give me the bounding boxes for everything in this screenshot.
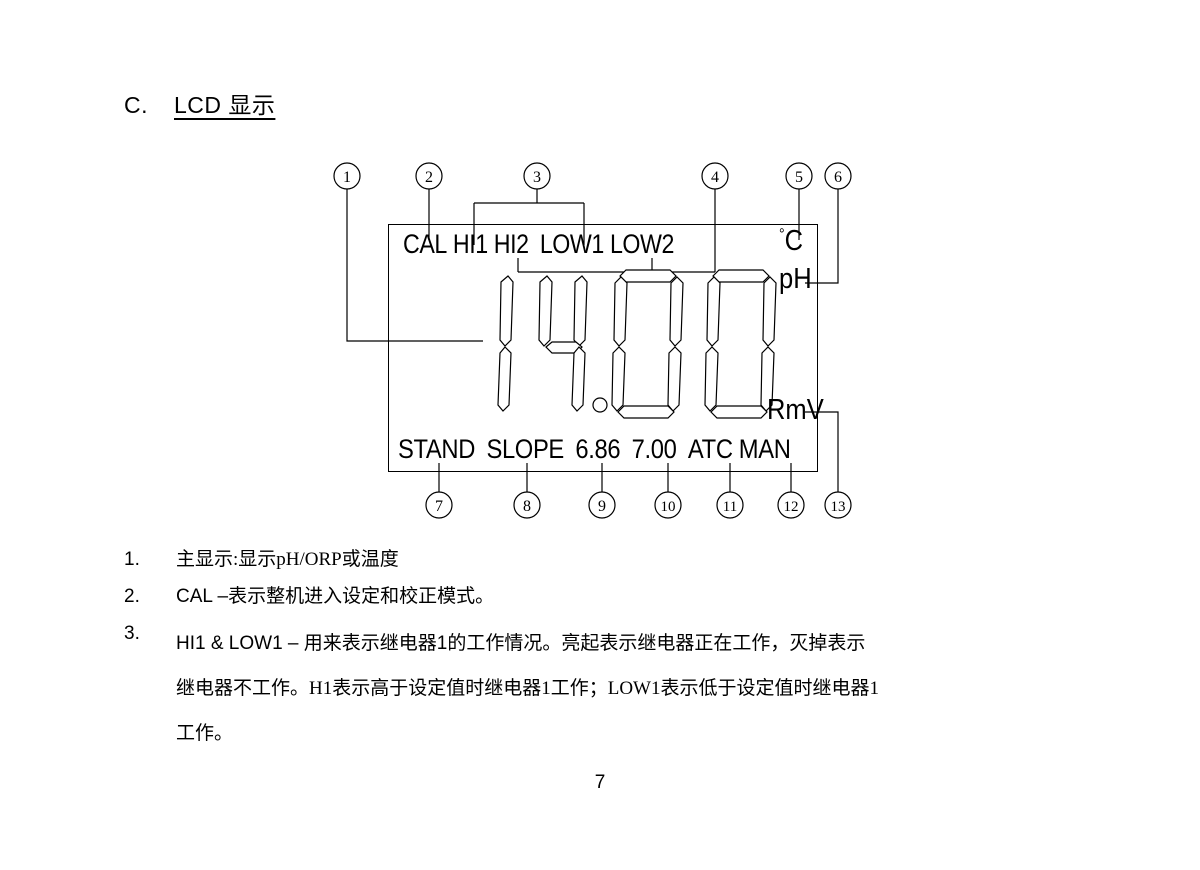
unit-celsius: °C: [779, 225, 803, 258]
callout-label-3: 3: [533, 169, 541, 186]
list-item-text-line: 工作。: [176, 723, 234, 744]
unit-ph: pH: [779, 263, 812, 295]
list-item-number: 1.: [124, 549, 140, 570]
callout-label-4: 4: [711, 169, 719, 186]
page-number: 7: [594, 772, 606, 793]
callout-label-6: 6: [834, 169, 842, 186]
annunciator-man: MAN: [738, 434, 791, 464]
callout-label-10: 10: [661, 499, 676, 515]
callout-circle-11: [716, 491, 744, 519]
unit-rmv: RmV: [767, 394, 824, 426]
section-title: LCD 显示: [174, 92, 276, 118]
list-item: 2. CAL –表示整机进入设定和校正模式。: [124, 584, 1194, 610]
callout-circle-8: [513, 491, 541, 519]
annunciator-buffer-686: 6.86: [575, 434, 621, 464]
annunciator-buffer-700: 7.00: [631, 434, 677, 464]
degree-icon: °: [779, 226, 785, 243]
callout-circle-6: [824, 162, 852, 190]
list-item-text-line: 继电器不工作。H1表示高于设定值时继电器1工作；LOW1表示低于设定值时继电器1: [176, 678, 879, 699]
annunciator-atc: ATC: [687, 434, 733, 464]
list-item-text: CAL –表示整机进入设定和校正模式。: [176, 586, 495, 607]
section-heading: C. LCD 显示: [124, 86, 275, 120]
annunciator-cal: CAL: [403, 229, 447, 259]
callout-circle-12: [777, 491, 805, 519]
callout-circle-4: [701, 162, 729, 190]
lcd-frame: [388, 224, 818, 472]
list-item: 1. 主显示:显示pH/ORP或温度: [124, 547, 1194, 573]
callout-circle-7: [425, 491, 453, 519]
callout-circle-9: [588, 491, 616, 519]
annunciator-hi2: HI2: [493, 229, 529, 259]
list-item-text-line: HI1 & LOW1 – 用来表示继电器1的工作情况。亮起表示继电器正在工作，灭…: [176, 633, 866, 654]
callout-label-7: 7: [435, 498, 443, 515]
annunciator-stand: STAND: [398, 434, 476, 464]
callout-label-9: 9: [598, 498, 606, 515]
callout-circle-13: [824, 491, 852, 519]
callout-circle-10: [654, 491, 682, 519]
callout-circle-1: [333, 162, 361, 190]
callout-circle-3: [523, 162, 551, 190]
list-item: 3. HI1 & LOW1 – 用来表示继电器1的工作情况。亮起表示继电器正在工…: [124, 621, 1194, 756]
list-item-text: 主显示:显示pH/ORP或温度: [176, 549, 399, 570]
list-item-number: 2.: [124, 586, 140, 607]
callout-label-2: 2: [425, 169, 433, 186]
unit-celsius-label: C: [784, 225, 804, 257]
annunciator-low1: LOW1: [539, 229, 605, 259]
callout-circle-5: [785, 162, 813, 190]
callout-label-8: 8: [523, 498, 531, 515]
callout-label-1: 1: [343, 169, 351, 186]
callout-label-13: 13: [831, 499, 846, 515]
callout-label-11: 11: [723, 499, 737, 515]
annunciator-slope: SLOPE: [486, 434, 564, 464]
section-letter: C.: [124, 92, 148, 118]
callout-label-5: 5: [795, 169, 803, 186]
annunciator-low2: LOW2: [609, 229, 675, 259]
callout-label-12: 12: [784, 499, 799, 515]
legend-list: 1. 主显示:显示pH/ORP或温度 2. CAL –表示整机进入设定和校正模式…: [124, 547, 1194, 767]
annunciator-hi1: HI1: [452, 229, 488, 259]
callout-circle-2: [415, 162, 443, 190]
list-item-number: 3.: [124, 623, 140, 644]
